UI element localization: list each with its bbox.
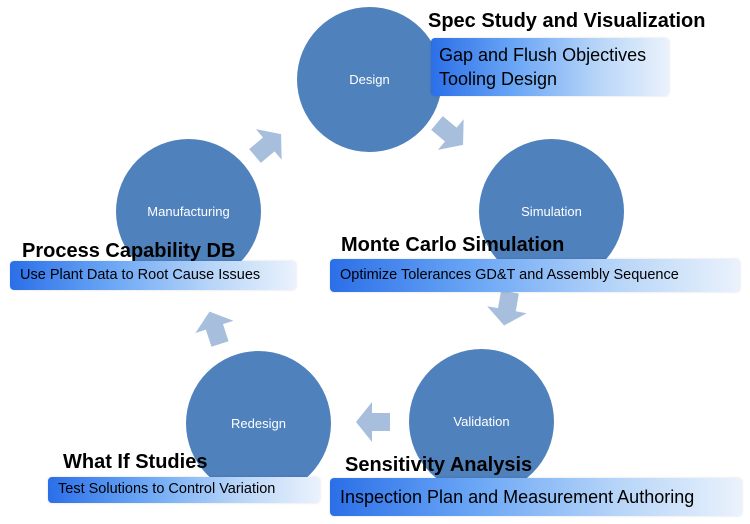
node-design-label: Design (349, 72, 390, 87)
node-redesign: Redesign (186, 351, 331, 496)
node-simulation-label: Simulation (521, 204, 582, 219)
arrow-validation-to-redesign (356, 402, 390, 442)
spec-line-2: Tooling Design (439, 69, 558, 89)
what-if-box: Test Solutions to Control Variation (48, 477, 320, 503)
process-db-line-1: Use Plant Data to Root Cause Issues (20, 266, 261, 283)
arrow-simulation-to-validation (487, 290, 527, 326)
node-validation-label: Validation (453, 414, 510, 429)
node-manufacturing-label: Manufacturing (147, 204, 230, 219)
sensitivity-heading: Sensitivity Analysis (345, 454, 533, 476)
what-if-heading: What If Studies (63, 451, 208, 473)
arrow-redesign-to-manufacturing (195, 311, 234, 347)
sensitivity-box: Inspection Plan and Measurement Authorin… (330, 478, 742, 516)
process-db-box: Use Plant Data to Root Cause Issues (10, 261, 296, 290)
monte-carlo-line-1: Optimize Tolerances GD&T and Assembly Se… (340, 266, 679, 283)
node-redesign-label: Redesign (231, 416, 286, 431)
arrow-manufacturing-to-design (249, 129, 282, 163)
arrow-design-to-simulation (431, 116, 464, 150)
spec-heading: Spec Study and Visualization (428, 10, 706, 32)
spec-line-1: Gap and Flush Objectives (439, 44, 647, 65)
what-if-line-1: Test Solutions to Control Variation (58, 481, 276, 498)
node-validation: Validation (409, 349, 554, 494)
node-manufacturing: Manufacturing (116, 139, 261, 284)
process-db-heading: Process Capability DB (22, 240, 236, 262)
monte-carlo-heading: Monte Carlo Simulation (341, 234, 565, 256)
spec-box: Gap and Flush Objectives Tooling Design (431, 38, 669, 96)
sensitivity-line-1: Inspection Plan and Measurement Authorin… (340, 486, 695, 507)
node-design: Design (297, 7, 442, 152)
monte-carlo-box: Optimize Tolerances GD&T and Assembly Se… (330, 259, 740, 292)
